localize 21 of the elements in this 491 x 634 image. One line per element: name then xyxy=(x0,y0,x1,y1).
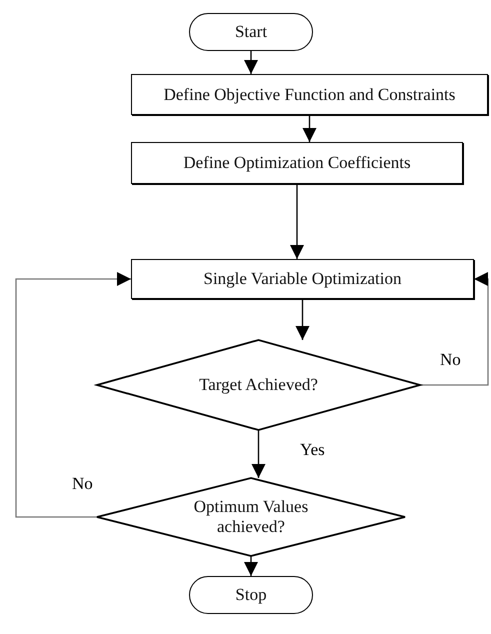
arrow xyxy=(296,299,310,340)
node-text: Stop xyxy=(235,585,267,605)
node-text: Start xyxy=(234,22,268,42)
process-box xyxy=(131,74,488,115)
arrow xyxy=(420,272,489,386)
arrow xyxy=(244,556,258,576)
decision-diamond xyxy=(97,478,405,556)
node-text: Optimum Values achieved? xyxy=(192,497,310,537)
terminal-shape xyxy=(189,13,313,51)
process-box xyxy=(131,259,474,299)
terminal-shape xyxy=(189,576,313,614)
node-text: Define Objective Function and Constraints xyxy=(164,84,456,104)
arrow xyxy=(290,184,304,259)
node-text: Define Optimization Coefficients xyxy=(183,153,411,173)
arrow xyxy=(15,272,131,518)
arrow xyxy=(244,51,258,74)
arrow xyxy=(302,115,316,142)
process-box xyxy=(131,142,463,184)
arrow xyxy=(252,430,266,478)
node-text: Single Variable Optimization xyxy=(204,269,402,289)
node-text: Target Achieved? xyxy=(199,375,318,395)
